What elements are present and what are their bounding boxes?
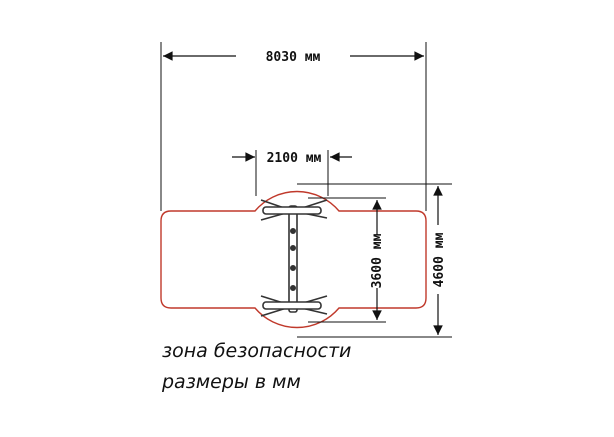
dimension-total-length: 4600 мм — [432, 186, 447, 335]
dimension-equipment-width: 2100 мм — [232, 151, 352, 166]
dimension-total-width: 8030 мм — [163, 50, 424, 65]
extension-lines — [160, 42, 452, 338]
legend-units: размеры в мм — [162, 371, 301, 393]
equipment-width-label: 2100 мм — [267, 151, 322, 166]
equipment-length-label: 3600 мм — [370, 233, 385, 288]
legend-safety-zone: зона безопасности — [162, 340, 352, 362]
total-width-label: 8030 мм — [266, 50, 321, 65]
dimension-equipment-length: 3600 мм — [370, 200, 385, 320]
swing-frame — [260, 199, 328, 317]
total-length-label: 4600 мм — [432, 232, 447, 287]
